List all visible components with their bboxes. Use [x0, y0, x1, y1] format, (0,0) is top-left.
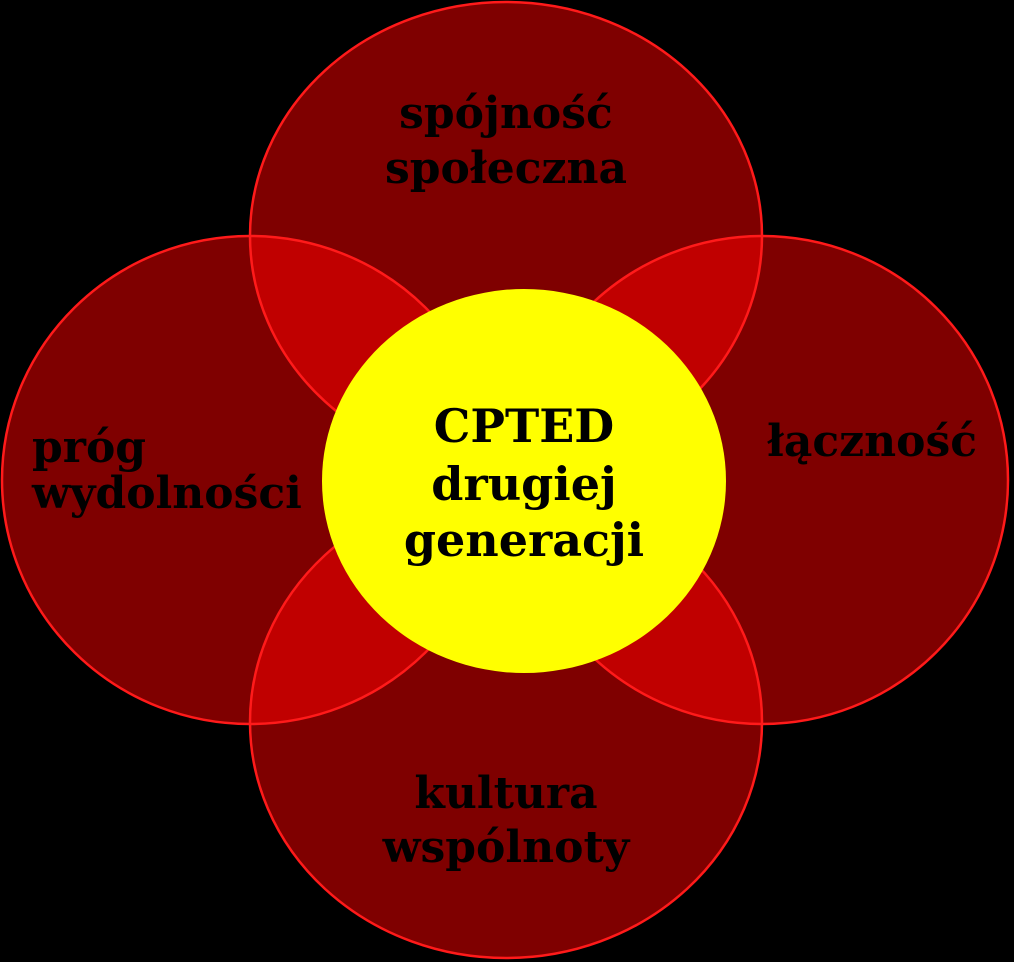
left-label-line2: wydolności — [31, 468, 302, 519]
right-label: łączność — [767, 416, 977, 467]
left-label-line1: próg — [32, 422, 146, 473]
center-label-line2: drugiej — [431, 457, 616, 511]
center-label-line3: generacji — [404, 513, 644, 567]
bottom-label-line1: kultura — [414, 768, 597, 819]
center-label-line1: CPTED — [434, 399, 614, 453]
circle-center — [322, 289, 726, 673]
top-label-line1: spójność — [399, 88, 613, 139]
bottom-label-line2: wspólnoty — [382, 822, 631, 873]
top-label-line2: społeczna — [385, 143, 627, 194]
